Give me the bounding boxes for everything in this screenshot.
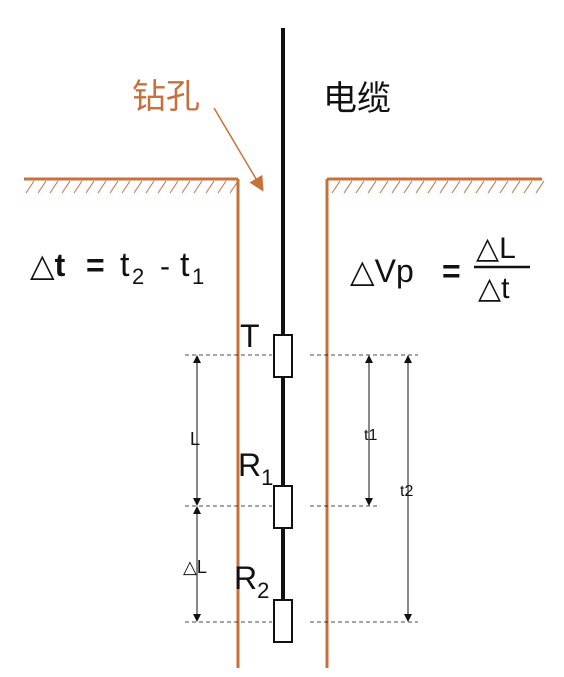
ground-hatch-mark bbox=[25, 180, 35, 194]
ground-hatch-mark bbox=[49, 180, 59, 194]
ground-hatch-mark bbox=[535, 180, 545, 194]
svg-text:=: = bbox=[86, 247, 105, 283]
ground-hatch-mark bbox=[403, 180, 413, 194]
cable-label: 电缆 bbox=[323, 80, 391, 118]
ground-hatch-mark bbox=[427, 180, 437, 194]
ground-hatch-mark bbox=[463, 180, 473, 194]
receiver1-probe bbox=[273, 485, 293, 529]
ground-hatch-mark bbox=[511, 180, 521, 194]
ground-hatch-mark bbox=[379, 180, 389, 194]
delta-symbol: △ bbox=[30, 247, 55, 283]
delta-spacing-label: △L bbox=[183, 557, 207, 577]
ground-hatch-mark bbox=[121, 180, 131, 194]
ground-hatch-mark bbox=[523, 180, 533, 194]
time2-label: t2 bbox=[400, 483, 413, 500]
transmitter-label: T bbox=[240, 318, 260, 354]
spacing-label: L bbox=[190, 429, 200, 449]
ground-hatch-mark bbox=[331, 180, 341, 194]
ground-hatch-mark bbox=[367, 180, 377, 194]
ground-hatch-mark bbox=[85, 180, 95, 194]
ground-hatch-mark bbox=[73, 180, 83, 194]
ground-hatch-mark bbox=[475, 180, 485, 194]
ground-hatch-mark bbox=[451, 180, 461, 194]
receiver2-probe bbox=[273, 599, 293, 643]
svg-text:△L: △L bbox=[476, 232, 516, 265]
borehole-pointer-arrow bbox=[213, 107, 264, 192]
ground-hatch-mark bbox=[343, 180, 353, 194]
ground-hatch-mark bbox=[193, 180, 203, 194]
time1-label: t1 bbox=[364, 427, 377, 444]
svg-text:t: t bbox=[180, 246, 190, 284]
ground-hatch-mark bbox=[157, 180, 167, 194]
ground-hatch-mark bbox=[61, 180, 71, 194]
svg-text:△t: △t bbox=[30, 247, 66, 283]
receiver1-label: R1 bbox=[238, 447, 273, 490]
ground-hatch-mark bbox=[391, 180, 401, 194]
receiver2-label: R2 bbox=[234, 560, 269, 603]
ground-hatch-mark bbox=[133, 180, 143, 194]
svg-text:=: = bbox=[442, 253, 461, 289]
ground-surface-right bbox=[327, 177, 545, 194]
ground-surface-left bbox=[24, 177, 239, 194]
ground-hatch-mark bbox=[415, 180, 425, 194]
svg-text:△Vp: △Vp bbox=[350, 253, 414, 289]
ground-hatch-mark bbox=[487, 180, 497, 194]
svg-text:t: t bbox=[120, 246, 130, 284]
ground-hatch-mark bbox=[217, 180, 227, 194]
svg-text:△t: △t bbox=[478, 272, 510, 305]
ground-hatch-mark bbox=[37, 180, 47, 194]
svg-text:1: 1 bbox=[192, 264, 204, 289]
ground-hatch-mark bbox=[439, 180, 449, 194]
ground-hatch-mark bbox=[499, 180, 509, 194]
ground-hatch-mark bbox=[97, 180, 107, 194]
ground-hatch-mark bbox=[355, 180, 365, 194]
svg-text:-: - bbox=[160, 250, 170, 283]
ground-hatch-mark bbox=[205, 180, 215, 194]
ground-hatch-mark bbox=[145, 180, 155, 194]
svg-text:2: 2 bbox=[132, 264, 144, 289]
ground-hatch-mark bbox=[181, 180, 191, 194]
borehole-label: 钻孔 bbox=[132, 78, 200, 116]
delta-t-formula: △t = t 2 - t 1 bbox=[30, 246, 204, 289]
reference-lines-right bbox=[310, 354, 418, 623]
transmitter-probe bbox=[273, 334, 293, 378]
velocity-formula: △Vp = △L △t bbox=[350, 232, 530, 305]
ground-hatch-mark bbox=[169, 180, 179, 194]
ground-hatch-mark bbox=[109, 180, 119, 194]
